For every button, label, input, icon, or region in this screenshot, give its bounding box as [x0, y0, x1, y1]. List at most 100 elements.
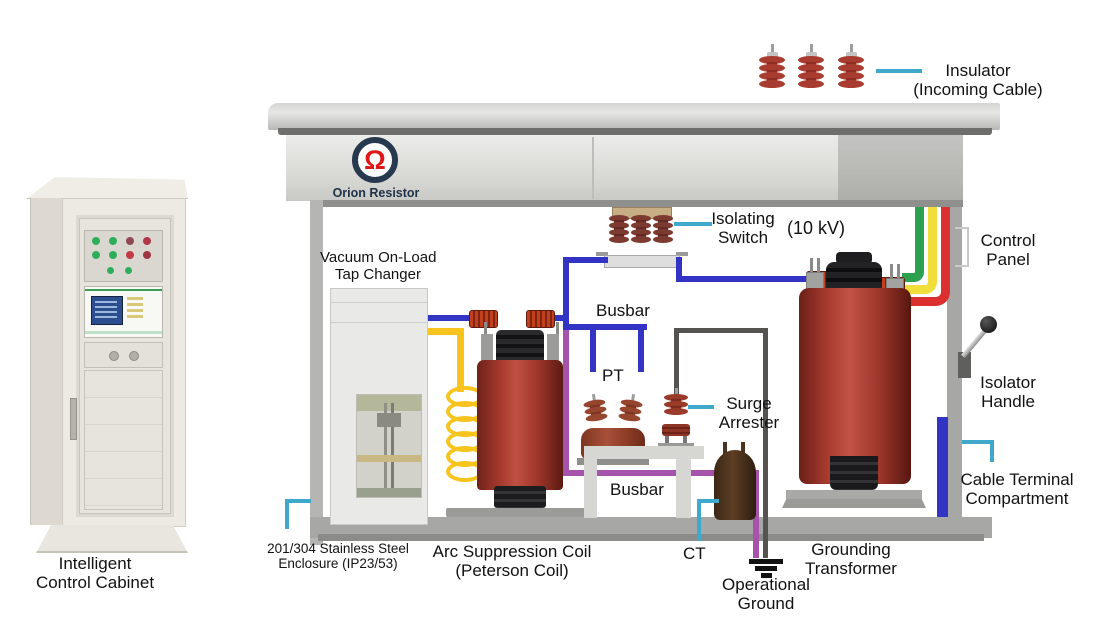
gt-pin — [890, 264, 893, 280]
pt-base — [577, 458, 649, 465]
insulator-shed — [759, 56, 785, 64]
insulator-shed — [759, 80, 785, 88]
ct-unit — [714, 442, 756, 520]
cabinet-door-handle — [70, 398, 77, 440]
gt-pin — [897, 264, 900, 280]
ground-symbol-icon — [761, 573, 772, 578]
isolating-switch-callout-line — [674, 222, 712, 226]
logo-name: Orion Resistor — [332, 186, 420, 200]
phase-cable-green — [902, 207, 924, 282]
roof-insulator — [758, 44, 786, 88]
indicator-light — [126, 237, 134, 245]
indicator-light — [143, 251, 151, 259]
isolating-switch-rating: (10 kV) — [787, 218, 846, 238]
phase-cable-yellow — [902, 207, 937, 294]
coil-top-pin — [556, 322, 559, 334]
gt-top-cap — [836, 252, 872, 264]
isolator-handle — [955, 312, 1003, 380]
pt-label: PT — [602, 366, 624, 385]
grounding-transformer-label: Grounding Transformer — [795, 540, 907, 578]
isolating-switch-label-line1: Isolating — [711, 209, 775, 228]
pt-bushing — [617, 392, 645, 423]
relay-header-stripe — [85, 289, 162, 291]
enclosure-band-divider — [592, 137, 594, 199]
cable-terminal-label-line2: Compartment — [965, 489, 1069, 509]
switch-arm — [596, 252, 608, 256]
insulator-shed — [631, 236, 651, 243]
insulator-shed — [631, 215, 651, 222]
ground-wire-gray — [674, 328, 768, 333]
insulator-shed — [664, 401, 688, 408]
insulator-shed — [798, 72, 824, 80]
insulator-shed — [838, 56, 864, 64]
busbar-wire-blue — [563, 257, 569, 330]
isolator-handle-label: Isolator Handle — [975, 373, 1041, 411]
enclosure-top-band-right-shade — [838, 135, 963, 207]
ground-symbol-icon — [749, 559, 783, 564]
tap-wire-yellow — [426, 328, 464, 335]
busbar-wire-blue — [563, 257, 608, 263]
phase-cable-red — [902, 207, 950, 306]
cabinet-side-panel — [30, 198, 63, 525]
neutral-wire-purple — [563, 470, 759, 476]
pt-bushing — [581, 392, 609, 423]
connector — [109, 351, 119, 361]
enclosure-label-line1: 201/304 Stainless Steel — [267, 541, 409, 556]
insulator-pin — [809, 44, 813, 52]
insulator-shed — [609, 229, 629, 236]
insulator-shed — [609, 215, 629, 222]
coil-base-plate — [446, 508, 594, 517]
busbar-bottom-label: Busbar — [610, 480, 664, 499]
enclosure-top-band — [286, 135, 963, 201]
insulator-shed — [631, 229, 651, 236]
gt-body — [799, 288, 911, 484]
busbar-frame-beam — [584, 446, 704, 459]
operational-ground-label-line2: Ground — [737, 594, 795, 614]
busbar-wire-blue — [676, 276, 808, 282]
busbar-wire-blue — [590, 324, 596, 372]
tap-changer-label: Vacuum On-Load Tap Changer — [320, 249, 436, 284]
cable-terminal-label-line1: Cable Terminal — [960, 470, 1074, 489]
relay-screen-grid — [95, 301, 117, 318]
gt-base-feet — [782, 499, 926, 508]
cabinet-blank-panel — [84, 370, 163, 510]
arrester-leg — [665, 436, 669, 443]
insulator-pin — [849, 44, 853, 52]
enclosure-roof — [268, 103, 1000, 130]
insulator-shed — [653, 229, 673, 236]
arrester-stack — [663, 388, 689, 415]
arc-coil-label: Arc Suppression Coil (Peterson Coil) — [418, 542, 606, 580]
ground-symbol-icon — [755, 566, 777, 571]
roof-insulator — [837, 44, 865, 88]
cable-terminal-bar — [937, 417, 948, 517]
photo-bar — [357, 455, 421, 462]
isolating-switch — [594, 205, 689, 268]
insulator-label-line2: (Incoming Cable) — [913, 80, 1043, 100]
roof-insulator — [797, 44, 825, 88]
enclosure-floor — [310, 517, 992, 538]
neutral-wire-purple — [563, 330, 569, 476]
surge-arrester — [656, 388, 696, 448]
arc-coil-label-line2: (Peterson Coil) — [455, 561, 569, 581]
indicator-light — [92, 251, 100, 259]
enclosure-label: 201/304 Stainless Steel Enclosure (IP23/… — [238, 541, 438, 572]
ground-wire-gray — [674, 328, 679, 398]
arrester-leg — [683, 436, 687, 443]
enclosure-floor-lip — [318, 534, 984, 541]
isolating-switch-label-line2: Switch — [717, 228, 769, 248]
ct-label: CT — [683, 544, 706, 563]
handle-mount — [958, 352, 971, 378]
indicator-light — [126, 251, 134, 259]
insulator-shed — [759, 64, 785, 72]
coil-bushing — [526, 310, 555, 328]
surge-arrester-label: Surge Arrester — [716, 394, 782, 432]
insulator-cap — [845, 52, 857, 58]
busbar-wire-blue — [551, 315, 569, 321]
cabinet-top-slab — [26, 177, 188, 199]
insulator-shed — [798, 56, 824, 64]
coil-bushing — [469, 310, 498, 328]
tap-changer-box — [330, 288, 428, 525]
switch-base-bar — [604, 255, 680, 268]
isolator-handle-label-line2: Handle — [981, 392, 1035, 412]
